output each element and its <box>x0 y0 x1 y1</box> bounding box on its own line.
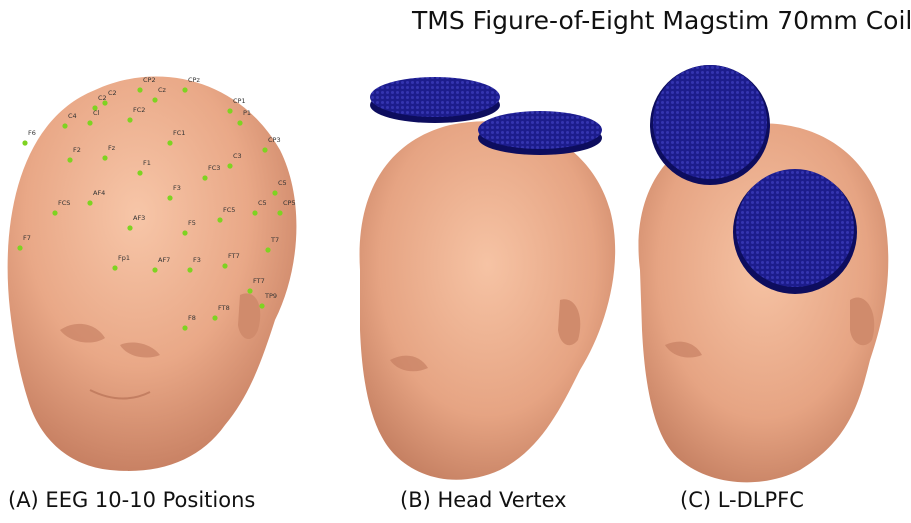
caption-b: (B) Head Vertex <box>400 488 567 512</box>
electrode-label: C3 <box>233 152 242 160</box>
electrode-label: FT7 <box>253 277 265 285</box>
electrode-f5 <box>182 230 187 235</box>
electrode-label: CPz <box>188 76 200 84</box>
electrode-cpz <box>182 87 187 92</box>
electrode-cp3 <box>262 147 267 152</box>
electrode-af3 <box>127 225 132 230</box>
electrode-f8 <box>182 325 187 330</box>
electrode-label: C5 <box>278 179 287 187</box>
head-a <box>8 77 297 471</box>
electrode-label: F5 <box>188 219 196 227</box>
coil-b <box>370 77 602 155</box>
electrode-p1 <box>237 120 242 125</box>
electrode-label: Cz <box>158 86 167 94</box>
electrode-label: F3 <box>173 184 181 192</box>
electrode-f3 <box>167 195 172 200</box>
electrode-label: TP9 <box>264 292 277 300</box>
electrode-cp1 <box>227 108 232 113</box>
electrode-label: F1 <box>143 159 151 167</box>
electrode-label: F8 <box>188 314 196 322</box>
electrode-label: F7 <box>23 234 31 242</box>
electrode-label: CP1 <box>233 97 246 105</box>
electrode-f1 <box>137 170 142 175</box>
electrode-fc1 <box>167 140 172 145</box>
electrode-label: FT7 <box>228 252 240 260</box>
electrode-f7 <box>17 245 22 250</box>
electrode-label: Fz <box>108 144 116 152</box>
electrode-af7 <box>152 267 157 272</box>
electrode-label: FT8 <box>218 304 230 312</box>
electrode-label: CP5 <box>283 199 296 207</box>
electrode-label: C2 <box>98 94 107 102</box>
electrode-f2 <box>67 157 72 162</box>
electrode-fp1 <box>112 265 117 270</box>
electrode-f3 <box>187 267 192 272</box>
electrode-ft7 <box>247 288 252 293</box>
electrode-label: AF4 <box>93 189 105 197</box>
electrode-label: FC3 <box>208 164 220 172</box>
electrode-label: F2 <box>73 146 81 154</box>
electrode-af4 <box>87 200 92 205</box>
electrode-label: C4 <box>68 112 77 120</box>
electrode-label: AF7 <box>158 256 170 264</box>
electrode-c5 <box>252 210 257 215</box>
electrode-fc5 <box>217 217 222 222</box>
electrode-fc2 <box>127 117 132 122</box>
electrode-ft7 <box>222 263 227 268</box>
electrode-tp9 <box>259 303 264 308</box>
electrode-label: F3 <box>193 256 201 264</box>
electrode-label: Cl <box>93 109 100 117</box>
electrode-c5 <box>272 190 277 195</box>
head-b <box>360 121 616 480</box>
electrode-label: P1 <box>243 109 251 117</box>
electrode-label: CP2 <box>143 76 156 84</box>
head-c <box>638 123 888 482</box>
electrode-label: FC2 <box>133 106 145 114</box>
electrode-label: F6 <box>28 129 36 137</box>
electrode-fcs <box>52 210 57 215</box>
electrode-label: FC1 <box>173 129 185 137</box>
electrode-label: AF3 <box>133 214 145 222</box>
electrode-label: Fp1 <box>118 254 130 262</box>
electrode-cp2 <box>137 87 142 92</box>
electrode-t7 <box>265 247 270 252</box>
electrode-c4 <box>62 123 67 128</box>
electrode-label: CP3 <box>268 136 281 144</box>
caption-a: (A) EEG 10-10 Positions <box>8 488 255 512</box>
electrode-f6 <box>22 140 27 145</box>
electrode-cl <box>87 120 92 125</box>
electrode-fc3 <box>202 175 207 180</box>
electrode-label: C2 <box>108 89 117 97</box>
electrode-c3 <box>227 163 232 168</box>
electrode-ft8 <box>212 315 217 320</box>
electrode-label: FCS <box>58 199 70 207</box>
caption-c: (C) L-DLPFC <box>680 488 804 512</box>
electrode-label: C5 <box>258 199 267 207</box>
electrode-label: FC5 <box>223 206 235 214</box>
electrode-fz <box>102 155 107 160</box>
electrode-label: T7 <box>270 236 279 244</box>
electrode-cz <box>152 97 157 102</box>
electrode-cp5 <box>277 210 282 215</box>
